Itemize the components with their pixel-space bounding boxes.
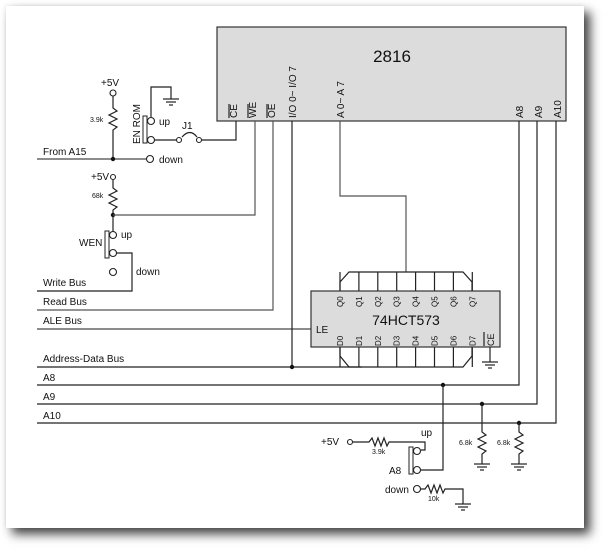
latch-d-label: D2 <box>374 335 383 346</box>
a10-line-label: A10 <box>43 411 61 422</box>
latch-q-label: Q6 <box>449 296 458 307</box>
a8-switch-circuit: +5V 3.9k up A8 down 10k <box>321 382 471 511</box>
wen-supply-label: +5V <box>91 172 109 183</box>
a8-down-terminal <box>412 484 422 494</box>
pulldown-a9-label: 6.8k <box>459 440 473 447</box>
write-bus-label: Write Bus <box>43 278 86 289</box>
en-rom-label: EN ROM <box>132 104 143 144</box>
a8-pulldown-label: 10k <box>428 496 440 503</box>
pulldown-a10-label: 6.8k <box>497 440 511 447</box>
a8-common-terminal <box>412 465 422 475</box>
wen-up-terminal <box>108 230 118 240</box>
en-rom-down-label: down <box>159 155 183 166</box>
latch-q-label: Q1 <box>355 296 364 307</box>
j1-terminal-b <box>195 136 203 144</box>
read-bus-label: Read Bus <box>43 297 87 308</box>
latch-d-label: D3 <box>393 335 402 346</box>
a8-supply-label: +5V <box>321 437 339 448</box>
a8-switch-lever[interactable] <box>408 446 414 475</box>
buses: Write Bus Read Bus ALE Bus Address-Data … <box>37 121 557 424</box>
a8-switch-label: A8 <box>389 466 402 477</box>
wen-common-terminal <box>108 248 118 258</box>
wen-down-label: down <box>136 267 160 278</box>
jumper-j1-icon[interactable] <box>181 131 198 138</box>
latch-d-label: D7 <box>468 335 477 346</box>
supply-terminal-icon <box>346 438 354 446</box>
pin-a9-label: A9 <box>534 105 545 118</box>
wen-down-terminal <box>108 267 118 277</box>
latch-le-label: LE <box>316 325 329 336</box>
latch-d-label: D5 <box>431 335 440 346</box>
latch-q-label: Q0 <box>336 296 345 307</box>
en-rom-circuit: +5V 3.9k up EN ROM J1 down From A15 <box>37 78 237 166</box>
a8-up-label: up <box>421 428 433 439</box>
resistor-icon <box>107 96 119 159</box>
wen-switch-lever[interactable] <box>104 230 110 259</box>
en-rom-up-terminal <box>146 116 156 126</box>
pin-oe-label: OE <box>267 103 278 118</box>
pin-we-label: WE <box>248 102 259 118</box>
en-rom-pullup-label: 3.9k <box>90 117 104 124</box>
wen-label: WEN <box>79 238 102 249</box>
address-data-bus-label: Address-Data Bus <box>43 354 124 365</box>
latch-body <box>310 290 501 348</box>
pin-ce-label: CE <box>229 104 240 118</box>
pin-a8-label: A8 <box>515 105 526 118</box>
latch-q-label: Q3 <box>393 296 402 307</box>
latch-d-label: D1 <box>355 335 364 346</box>
latch-q-label: Q2 <box>374 296 383 307</box>
resistor-icon <box>107 180 119 235</box>
pin-addr-low-label: A 0~ A 7 <box>336 81 347 118</box>
latch-ce-label: CE <box>486 333 496 346</box>
resistor-icon <box>421 483 464 504</box>
latch-d-label: D4 <box>412 335 421 346</box>
en-rom-up-label: up <box>159 117 171 128</box>
pin-a10-label: A10 <box>553 100 564 118</box>
latch-d-label: D6 <box>449 335 458 346</box>
eeprom-2816: 2816 CE WE OE I/O 0~ I/O 7 A 0~ A 7 A8 A… <box>216 26 567 122</box>
jumper-j1-label: J1 <box>182 121 193 132</box>
supply-terminal-icon <box>109 173 117 181</box>
a8-line-label: A8 <box>43 373 56 384</box>
j1-terminal-a <box>175 136 183 144</box>
resistor-icon <box>513 423 525 464</box>
en-rom-down-terminal <box>145 154 155 164</box>
wen-pullup-label: 68k <box>92 193 104 200</box>
latch-d-label: D0 <box>336 335 345 346</box>
latch-q-label: Q5 <box>431 296 440 307</box>
eeprom-part-label: 2816 <box>373 47 411 66</box>
ale-bus-label: ALE Bus <box>43 316 82 327</box>
en-rom-common-terminal <box>146 135 156 145</box>
latch-part-label: 74HCT573 <box>372 312 440 328</box>
en-rom-switch-lever[interactable] <box>142 115 148 144</box>
from-a15-label: From A15 <box>43 147 87 158</box>
a9-line-label: A9 <box>43 392 56 403</box>
pin-io-label: I/O 0~ I/O 7 <box>288 66 299 118</box>
a8-series-r-label: 3.9k <box>372 449 386 456</box>
en-rom-supply-label: +5V <box>101 78 119 89</box>
wen-circuit: +5V 68k up down WEN <box>37 121 256 292</box>
latch-q-label: Q4 <box>412 296 421 307</box>
resistor-icon <box>353 436 426 451</box>
pulldown-resistors: 6.8k 6.8k <box>459 401 527 471</box>
resistor-icon <box>476 404 488 464</box>
junction-dot <box>110 156 116 162</box>
wen-up-label: up <box>121 230 133 241</box>
latch-q-label: Q7 <box>468 296 477 307</box>
supply-terminal-icon <box>109 89 117 97</box>
a8-up-terminal <box>412 446 422 456</box>
junction-dot <box>289 364 295 370</box>
eeprom-body <box>216 26 567 122</box>
a8-down-label: down <box>385 485 409 496</box>
